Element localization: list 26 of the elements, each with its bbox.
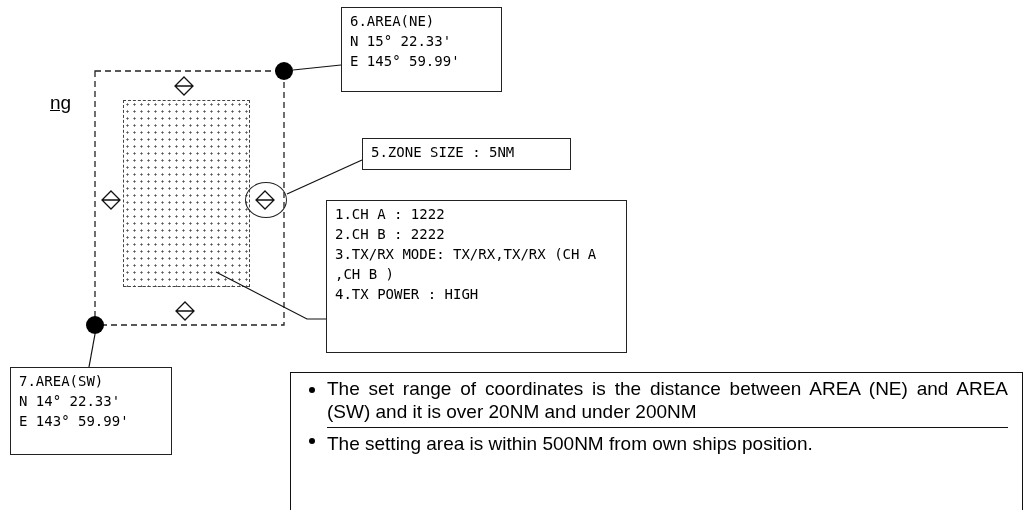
zone-size-box (362, 138, 571, 170)
note-text: The set range of coordinates is the distance between AREA (NE) and AREA (SW) and it is over 20NM and under 200NM (327, 377, 1008, 427)
coordinate-box (341, 7, 502, 92)
note-box (290, 372, 1023, 510)
leader-line (286, 159, 363, 195)
heading-text: ng (50, 92, 72, 114)
settings-box (326, 200, 627, 353)
coordinate-box (10, 367, 172, 455)
zone-size-text: 5.ZONE SIZE : 5NM (371, 143, 516, 162)
coordinate-text: N 14° 22.33' (19, 392, 122, 411)
corner-dot (275, 62, 293, 80)
setting-text: 1.CH A : 1222 (335, 205, 446, 224)
dotted-zone-area (123, 100, 250, 287)
coordinate-text: N 15° 22.33' (350, 32, 453, 51)
note-text: The setting area is within 500NM from own ships position. (327, 427, 1008, 459)
coordinate-text: 6.AREA(NE) (350, 12, 436, 31)
leader-line (88, 333, 96, 368)
leader-line (215, 271, 327, 320)
leader-line (292, 64, 342, 71)
coordinate-text: 7.AREA(SW) (19, 372, 105, 391)
corner-dot (86, 316, 104, 334)
setting-text: 2.CH B : 2222 (335, 225, 446, 244)
coordinate-text: E 143° 59.99' (19, 412, 130, 431)
setting-text: 4.TX POWER : HIGH (335, 285, 480, 304)
coordinate-text: E 145° 59.99' (350, 52, 461, 71)
setting-text: 3.TX/RX MODE: TX/RX,TX/RX (CH A ,CH B ) (335, 245, 598, 284)
